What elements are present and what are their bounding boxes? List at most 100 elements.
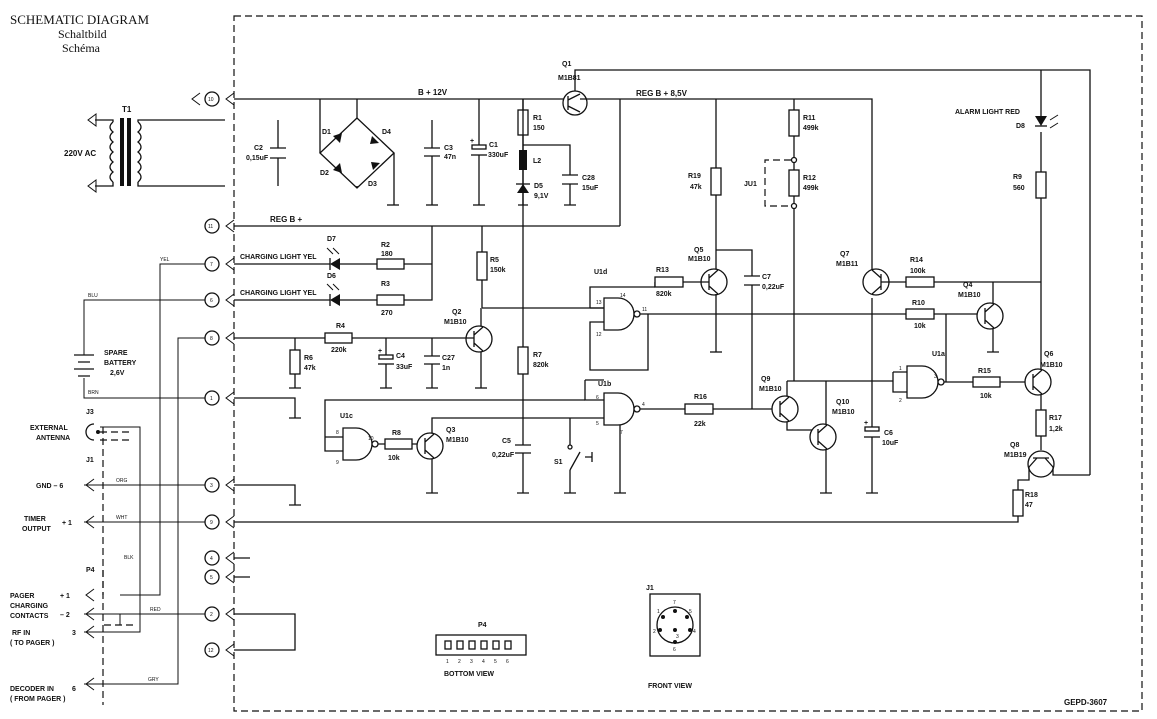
svg-text:U1c: U1c	[340, 413, 353, 420]
capacitor-c3: C3 47n	[424, 120, 456, 206]
svg-text:3: 3	[210, 483, 213, 489]
svg-text:1: 1	[210, 396, 213, 402]
svg-text:CHARGING LIGHT YEL: CHARGING LIGHT YEL	[240, 254, 317, 261]
svg-text:R1: R1	[533, 115, 542, 122]
terminal-9: 9	[204, 514, 220, 530]
resistor-r7: R7 820k	[517, 99, 549, 494]
svg-text:U1b: U1b	[598, 381, 611, 388]
svg-text:D4: D4	[382, 129, 391, 136]
svg-text:M1B10: M1B10	[958, 292, 981, 299]
title-de: Schaltbild	[58, 27, 107, 41]
svg-text:8: 8	[336, 430, 339, 436]
svg-text:13: 13	[596, 300, 602, 306]
svg-text:3: 3	[72, 630, 76, 637]
svg-text:M1B10: M1B10	[832, 409, 855, 416]
svg-text:+: +	[378, 348, 382, 355]
svg-text:M1B10: M1B10	[1040, 362, 1063, 369]
charging-light-d6: D6 CHARGING LIGHT YEL	[234, 226, 433, 306]
svg-text:R16: R16	[694, 394, 707, 401]
svg-text:0,22uF: 0,22uF	[762, 284, 785, 291]
svg-text:R15: R15	[978, 368, 991, 375]
svg-text:J1: J1	[646, 585, 654, 592]
terminal-4: 4	[204, 550, 220, 566]
svg-text:+: +	[470, 138, 474, 145]
svg-text:2: 2	[210, 612, 213, 618]
svg-text:33uF: 33uF	[396, 364, 413, 371]
svg-text:2: 2	[653, 629, 656, 635]
svg-text:2,6V: 2,6V	[110, 370, 125, 377]
svg-text:R18: R18	[1025, 492, 1038, 499]
svg-text:P4: P4	[478, 622, 487, 629]
transistor-q9: Q9 M1B10	[759, 376, 812, 431]
svg-text:10k: 10k	[914, 323, 926, 330]
svg-text:8: 8	[210, 336, 213, 342]
svg-text:( TO PAGER ): ( TO PAGER )	[10, 640, 54, 647]
timer-output-label: TIMER OUTPUT + 1	[22, 515, 95, 533]
inductor-l2: L2	[519, 150, 541, 170]
resistor-r19: R19 47k	[688, 99, 722, 250]
svg-text:S1: S1	[554, 459, 563, 466]
svg-text:BLU: BLU	[88, 293, 98, 299]
resistor-r13: R13 820k	[654, 267, 709, 298]
net-reg-b: REG B +	[270, 215, 303, 224]
svg-text:4: 4	[210, 556, 213, 562]
svg-text:D8: D8	[1016, 123, 1025, 130]
svg-text:BATTERY: BATTERY	[104, 360, 137, 367]
gate-u1a: U1a 1 2 3	[892, 314, 1028, 404]
ac-input-label: 220V AC	[64, 149, 96, 158]
wire-q5-c7	[716, 249, 753, 409]
svg-text:( FROM PAGER ): ( FROM PAGER )	[10, 696, 65, 703]
svg-text:C28: C28	[582, 175, 595, 182]
svg-text:CONTACTS: CONTACTS	[10, 613, 49, 620]
resistor-r9: R9 560	[1002, 171, 1047, 283]
resistor-r3: R3 270	[376, 281, 405, 317]
svg-text:820k: 820k	[656, 291, 672, 298]
svg-text:1n: 1n	[442, 365, 450, 372]
resistor-r14: R14 100k	[905, 257, 1002, 288]
svg-text:R11: R11	[803, 115, 816, 122]
svg-text:+ 1: + 1	[60, 593, 70, 600]
svg-text:R14: R14	[910, 257, 923, 264]
svg-text:SPARE: SPARE	[104, 350, 128, 357]
svg-text:10k: 10k	[980, 393, 992, 400]
svg-text:D7: D7	[327, 236, 336, 243]
svg-text:9: 9	[336, 460, 339, 466]
svg-text:3: 3	[470, 659, 473, 665]
terminal-arrows	[191, 92, 235, 657]
svg-text:5: 5	[596, 421, 599, 427]
connector-id-p4: P4	[86, 567, 95, 574]
bridge-rectifier: D1 D4 D2 D3	[319, 99, 399, 206]
ac-input-arrows	[87, 113, 97, 193]
svg-text:6: 6	[72, 686, 76, 693]
svg-text:47k: 47k	[304, 365, 316, 372]
zener-d5: D5 9,1V	[516, 170, 549, 206]
j1-front-view: J1 7 1 5 2 4 3 6 FRONT VIEW	[646, 585, 701, 690]
resistor-r5: R5 150k	[476, 226, 506, 308]
svg-text:1: 1	[446, 659, 449, 665]
wire-regulated-rail	[234, 99, 621, 227]
svg-text:L2: L2	[533, 158, 541, 165]
svg-text:0,22uF: 0,22uF	[492, 452, 515, 459]
svg-text:R2: R2	[381, 242, 390, 249]
svg-text:C5: C5	[502, 438, 511, 445]
resistor-r17: R17 1,2k	[1035, 409, 1063, 437]
transistor-q5: Q5 M1B10	[688, 247, 728, 353]
svg-text:14: 14	[620, 293, 626, 299]
svg-text:330uF: 330uF	[488, 152, 509, 159]
svg-text:EXTERNAL: EXTERNAL	[30, 425, 68, 432]
transistor-q8: Q8 M1B19	[1004, 442, 1090, 490]
net-reg-b-8-5v: REG B + 8,5V	[636, 89, 688, 98]
capacitor-c2: C2 0,15uF	[246, 120, 286, 186]
svg-text:Q1: Q1	[562, 61, 571, 68]
resistor-r6: R6 47k	[289, 338, 316, 389]
capacitor-c27: C27 1n	[424, 338, 455, 389]
decoder-in-label: DECODER IN ( FROM PAGER ) 6	[10, 677, 95, 703]
svg-text:BLK: BLK	[124, 555, 134, 561]
svg-text:FRONT VIEW: FRONT VIEW	[648, 683, 692, 690]
svg-text:10uF: 10uF	[882, 440, 899, 447]
svg-text:D6: D6	[327, 273, 336, 280]
svg-text:BRN: BRN	[88, 390, 99, 396]
svg-text:C6: C6	[884, 430, 893, 437]
svg-text:M1B81: M1B81	[558, 75, 581, 82]
svg-text:10: 10	[368, 436, 374, 442]
